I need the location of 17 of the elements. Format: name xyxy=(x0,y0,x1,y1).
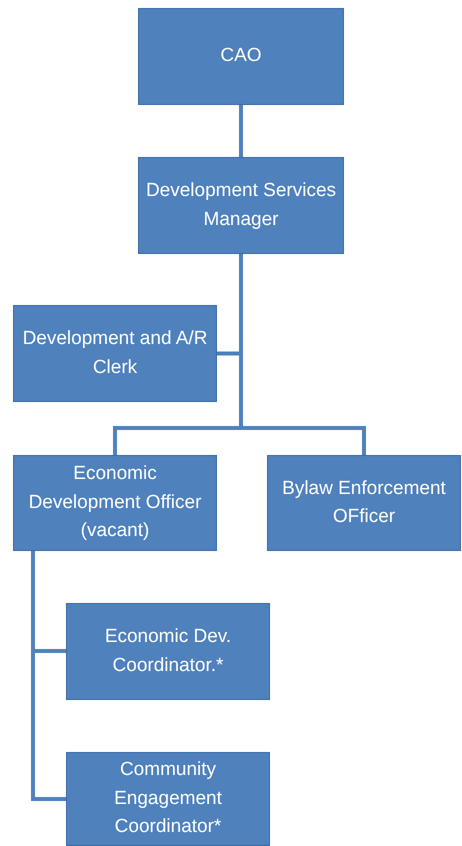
position-box xyxy=(13,305,217,402)
connector-line xyxy=(239,254,366,455)
connector-line xyxy=(239,105,243,157)
position-box xyxy=(138,157,344,254)
position-box xyxy=(66,603,270,700)
position-title: Community Engagement Coordinator* xyxy=(113,758,223,840)
position-title: Economic Development Officer (vacant) xyxy=(28,462,202,544)
position-title: Development Services Manager xyxy=(145,179,337,232)
position-box xyxy=(267,455,461,551)
position-title: Development and A/R Clerk xyxy=(22,327,208,380)
connector-line xyxy=(31,551,66,801)
position-title: CAO xyxy=(220,44,262,68)
position-box xyxy=(138,8,344,105)
position-box xyxy=(13,455,217,551)
position-title: Bylaw Enforcement OFficer xyxy=(281,476,447,529)
position-title: Economic Dev. Coordinator.* xyxy=(104,625,232,678)
position-box xyxy=(66,752,270,846)
